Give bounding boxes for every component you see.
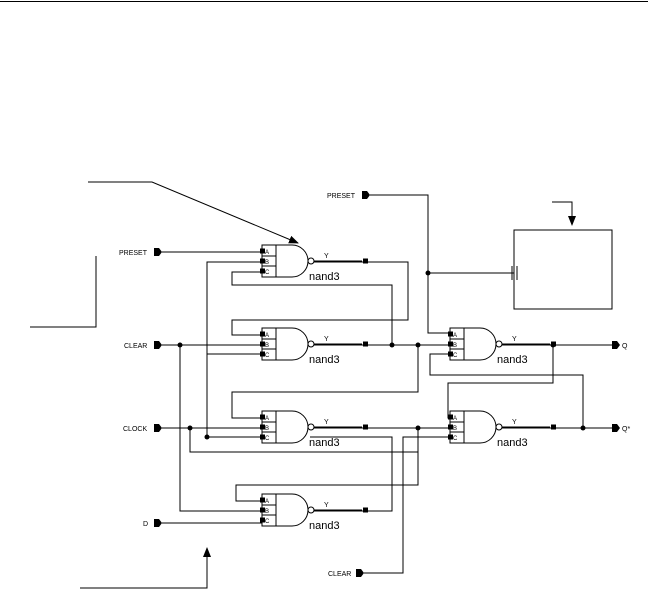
pin-label-b: B (453, 343, 457, 349)
inversion-bubble (307, 340, 315, 348)
svg-text:Q*: Q* (622, 426, 630, 433)
nand-body (275, 244, 309, 278)
nand-body (275, 327, 309, 361)
inversion-bubble (495, 340, 503, 348)
pin-label-c: C (265, 436, 270, 442)
pin-label-y: Y (324, 336, 329, 343)
output-pin-square (551, 424, 556, 430)
pin-label-y: Y (512, 336, 517, 343)
pin-label-c: C (453, 436, 458, 442)
input-pin-square (448, 434, 453, 440)
pin-label-a: A (265, 416, 269, 422)
port-d: D (143, 519, 162, 528)
svg-text:CLOCK: CLOCK (123, 426, 147, 433)
port-preset-left: PRESET (119, 248, 162, 257)
annotation-callouts (30, 181, 576, 589)
pin-label-b: B (265, 509, 269, 515)
input-pin-square (260, 424, 265, 430)
port-q-bar: Q* (612, 424, 630, 433)
input-pin-square (260, 258, 265, 264)
output-pin-square (363, 507, 368, 513)
pin-label-y: Y (324, 253, 329, 260)
pin-label-y: Y (324, 419, 329, 426)
nand-body (463, 327, 497, 361)
port-preset-top: PRESET (327, 191, 370, 200)
pin-label-b: B (265, 426, 269, 432)
inversion-bubble (307, 423, 315, 431)
input-pin-square (448, 341, 453, 347)
input-pin-square (260, 497, 265, 503)
wires (162, 194, 612, 574)
gate-type-label: nand3 (309, 520, 340, 532)
inversion-bubble (307, 506, 315, 514)
input-pin-square (260, 268, 265, 274)
output-pin-square (363, 258, 368, 264)
inversion-bubble (307, 257, 315, 265)
pin-label-a: A (265, 250, 269, 256)
inversion-bubble (495, 423, 503, 431)
callout-bracket-left (30, 256, 97, 328)
output-pin-square (363, 341, 368, 347)
gate-type-label: nand3 (309, 271, 340, 283)
svg-text:D: D (143, 521, 148, 528)
pin-label-c: C (265, 519, 270, 525)
input-pin-square (448, 414, 453, 420)
pin-label-a: A (453, 416, 457, 422)
input-pin-square (260, 434, 265, 440)
input-pin-square (260, 248, 265, 254)
port-q: Q (612, 341, 628, 350)
gate-type-label: nand3 (309, 354, 340, 366)
gates-layer: ABCYnand3ABCYnand3ABCYnand3ABCYnand3ABCY… (260, 244, 556, 532)
input-pin-square (448, 424, 453, 430)
output-pin-square (551, 341, 556, 347)
input-pin-square (260, 414, 265, 420)
pin-label-b: B (453, 426, 457, 432)
gate-type-label: nand3 (497, 437, 528, 449)
pin-label-b: B (265, 343, 269, 349)
annotation-box (428, 229, 613, 310)
port-clock: CLOCK (123, 424, 162, 433)
pin-label-c: C (453, 353, 458, 359)
input-pin-square (260, 331, 265, 337)
input-pin-square (260, 351, 265, 357)
nand-body (275, 493, 309, 527)
svg-text:CLEAR: CLEAR (328, 571, 351, 578)
input-pin-square (260, 341, 265, 347)
callout-arrow-right (552, 201, 576, 226)
gate-type-label: nand3 (497, 354, 528, 366)
input-pin-square (448, 351, 453, 357)
callout-arrow-top (88, 181, 299, 244)
callout-arrow-bottom (80, 547, 211, 589)
svg-text:Q: Q (622, 343, 628, 350)
pin-label-b: B (265, 260, 269, 266)
input-pin-square (260, 507, 265, 513)
gate-type-label: nand3 (309, 437, 340, 449)
input-pin-square (260, 517, 265, 523)
input-ports: PRESET PRESET CLEAR CLOCK D CLEAR (119, 191, 370, 578)
pin-label-y: Y (324, 502, 329, 509)
output-pin-square (363, 424, 368, 430)
nand-body (463, 410, 497, 444)
input-pin-square (448, 331, 453, 337)
port-clear-left: CLEAR (124, 341, 162, 350)
pin-label-a: A (265, 333, 269, 339)
port-clear-bottom: CLEAR (328, 569, 364, 578)
pin-label-a: A (265, 499, 269, 505)
pin-label-c: C (265, 270, 270, 276)
svg-text:PRESET: PRESET (119, 250, 148, 257)
pin-label-a: A (453, 333, 457, 339)
nand-body (275, 410, 309, 444)
output-ports: Q Q* (612, 341, 630, 433)
pin-label-c: C (265, 353, 270, 359)
svg-text:CLEAR: CLEAR (124, 343, 147, 350)
pin-label-y: Y (512, 419, 517, 426)
svg-text:PRESET: PRESET (327, 193, 356, 200)
